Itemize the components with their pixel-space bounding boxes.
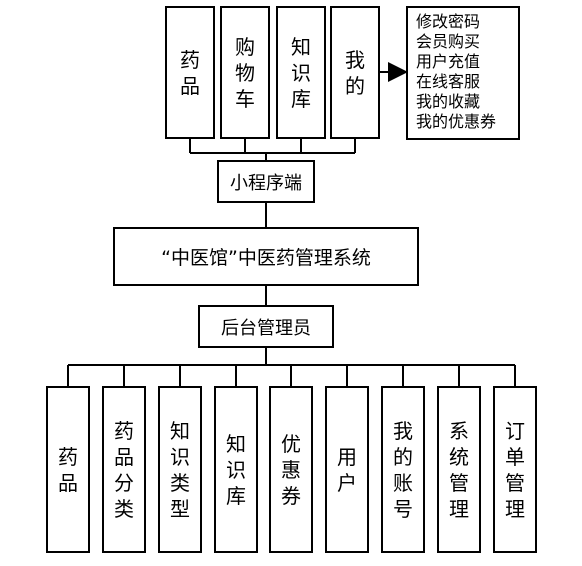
client-label: 小程序端 xyxy=(230,172,302,194)
bottom-module-coupon: 优惠券 xyxy=(269,386,313,553)
admin-label: 后台管理员 xyxy=(221,317,311,339)
top-module-label: 购物车 xyxy=(235,34,255,111)
bottom-module-label: 优惠券 xyxy=(281,431,301,508)
top-module-label: 我的 xyxy=(345,47,365,98)
top-module-label: 知识库 xyxy=(291,34,311,111)
client-box: 小程序端 xyxy=(217,160,315,203)
bottom-module-label: 系统管理 xyxy=(449,418,469,521)
bottom-module-medicine: 药品 xyxy=(46,386,90,553)
bottom-module-user: 用户 xyxy=(325,386,369,553)
bottom-module-label: 订单管理 xyxy=(505,418,525,521)
top-module-knowledge: 知识库 xyxy=(276,6,326,139)
system-label: “中医馆”中医药管理系统 xyxy=(161,247,371,269)
bottom-module-knowledge-type: 知识类型 xyxy=(158,386,202,553)
bottom-module-system-management: 系统管理 xyxy=(437,386,481,553)
top-module-mine: 我的 xyxy=(330,6,380,139)
admin-box: 后台管理员 xyxy=(198,305,334,348)
bottom-module-label: 知识类型 xyxy=(170,418,190,521)
bottom-module-knowledge: 知识库 xyxy=(214,386,258,553)
submenu-item: 会员购买 xyxy=(416,32,481,51)
bottom-module-my-account: 我的账号 xyxy=(381,386,425,553)
top-module-label: 药品 xyxy=(180,47,200,98)
submenu-item: 在线客服 xyxy=(416,72,481,91)
top-module-medicine: 药品 xyxy=(165,6,215,139)
bottom-module-label: 用户 xyxy=(337,444,357,495)
submenu-item: 修改密码 xyxy=(416,12,481,31)
bottom-module-label: 药品 xyxy=(58,444,78,495)
top-module-cart: 购物车 xyxy=(220,6,270,139)
system-box: “中医馆”中医药管理系统 xyxy=(113,227,419,286)
bottom-module-label: 知识库 xyxy=(226,431,246,508)
bottom-module-label: 我的账号 xyxy=(393,418,413,521)
submenu-item: 我的优惠券 xyxy=(416,112,497,131)
bottom-module-medicine-category: 药品分类 xyxy=(102,386,146,553)
submenu-item: 我的收藏 xyxy=(416,92,481,111)
bottom-module-order-management: 订单管理 xyxy=(493,386,537,553)
my-submenu-box: 修改密码 会员购买 用户充值 在线客服 我的收藏 我的优惠券 xyxy=(406,6,520,140)
submenu-item: 用户充值 xyxy=(416,52,481,71)
bottom-module-label: 药品分类 xyxy=(114,418,134,521)
